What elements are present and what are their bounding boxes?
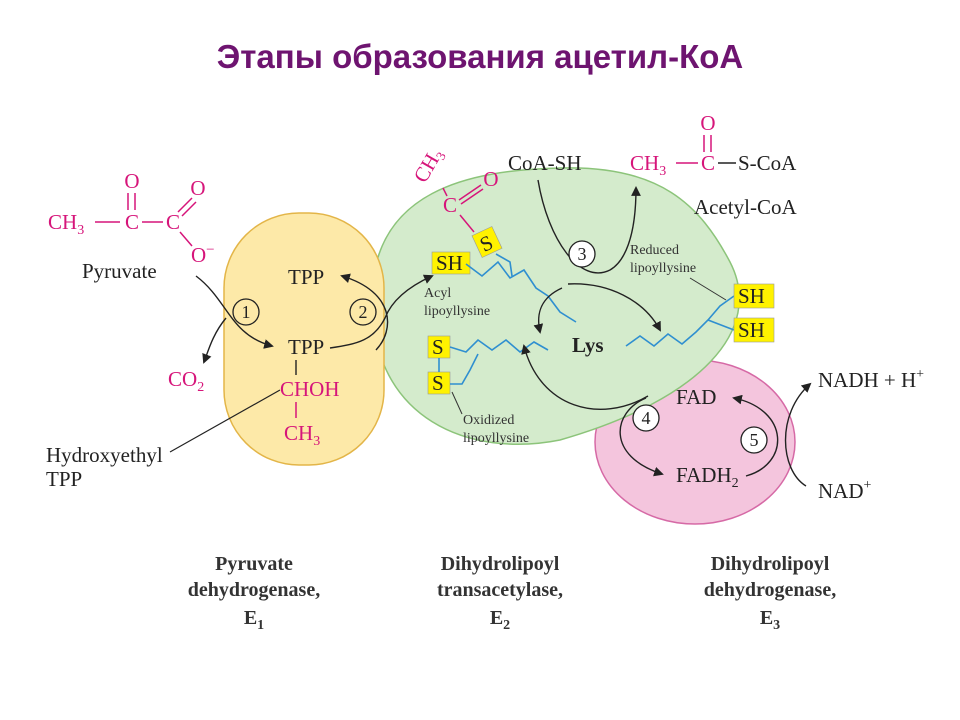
- lys-label: Lys: [572, 333, 604, 357]
- step-2-marker: 2: [349, 298, 377, 326]
- acetyl-coa-o: O: [700, 111, 715, 135]
- hydroxyethyl-label-line2: TPP: [46, 467, 82, 491]
- svg-text:3: 3: [578, 244, 587, 264]
- pyruvate-c2: C: [166, 210, 180, 234]
- acyl-c-label: C: [443, 193, 457, 217]
- acetyl-coa-structure: O CH3 C S-CoA Acetyl-CoA: [630, 111, 797, 219]
- acetyl-coa-scoa: S-CoA: [738, 151, 797, 175]
- nad-label: NAD+: [818, 478, 872, 503]
- oxidized-lipoyllysine-line1: Oxidized: [463, 413, 514, 428]
- svg-text:4: 4: [642, 408, 651, 428]
- step-5-marker: 5: [740, 426, 768, 454]
- acetyl-coa-label: Acetyl-CoA: [694, 195, 797, 219]
- svg-text:5: 5: [750, 430, 759, 450]
- hydroxyethyl-label-line1: Hydroxyethyl: [46, 443, 163, 467]
- reduced-lipoyllysine-line1: Reduced: [630, 243, 679, 258]
- acetyl-coa-c: C: [701, 151, 715, 175]
- choh-label: CHOH: [280, 377, 340, 401]
- pyruvate-c1: C: [125, 210, 139, 234]
- oxidized-lipoyllysine-line2: lipoyllysine: [463, 431, 529, 446]
- pyruvate-ch3: CH3: [48, 210, 84, 238]
- svg-text:E1: E1: [244, 607, 264, 633]
- acyl-o-label: O: [483, 167, 498, 191]
- svg-text:Pyruvate: Pyruvate: [215, 553, 293, 575]
- co2-label: CO2: [168, 367, 204, 395]
- reduced-sh-top-label: SH: [738, 284, 765, 308]
- pyruvate-o-right: O: [190, 176, 205, 200]
- step-3-marker: 3: [568, 240, 596, 268]
- e1-ch3-label: CH3: [284, 421, 320, 449]
- svg-text:E2: E2: [490, 607, 510, 633]
- svg-text:1: 1: [242, 302, 251, 322]
- step-4-marker: 4: [632, 404, 660, 432]
- svg-text:Dihydrolipoyl: Dihydrolipoyl: [711, 553, 830, 575]
- pyruvate-o-top: O: [124, 169, 139, 193]
- pyruvate-structure: O O CH3 C C O− Pyruvate: [48, 169, 215, 283]
- pyruvate-label: Pyruvate: [82, 259, 157, 283]
- svg-text:transacetylase,: transacetylase,: [437, 579, 563, 601]
- svg-text:E3: E3: [760, 607, 780, 633]
- svg-text:2: 2: [359, 302, 368, 322]
- svg-text:dehydrogenase,: dehydrogenase,: [188, 579, 320, 601]
- svg-text:dehydrogenase,: dehydrogenase,: [704, 579, 836, 601]
- reduced-sh-bottom-label: SH: [738, 318, 765, 342]
- page-title: Этапы образования ацетил-КоА: [216, 38, 744, 75]
- caption-e2: Dihydrolipoyl transacetylase, E2: [437, 553, 563, 633]
- nadh-label: NADH + H+: [818, 367, 924, 392]
- tpp-top-label: TPP: [288, 265, 324, 289]
- caption-e1: Pyruvate dehydrogenase, E1: [188, 553, 320, 633]
- tpp-middle-label: TPP: [288, 335, 324, 359]
- fadh2-label: FADH2: [676, 463, 739, 491]
- svg-text:Dihydrolipoyl: Dihydrolipoyl: [441, 553, 560, 575]
- fad-label: FAD: [676, 385, 716, 409]
- oxidized-s-top-label: S: [432, 335, 444, 359]
- acetyl-coa-ch3: CH3: [630, 151, 666, 179]
- pyruvate-o-minus: O−: [191, 242, 215, 267]
- acyl-sh-label: SH: [436, 251, 463, 275]
- acyl-lipoyllysine-line2: lipoyllysine: [424, 304, 490, 319]
- reduced-lipoyllysine-line2: lipoyllysine: [630, 261, 696, 276]
- oxidized-s-bottom-label: S: [432, 371, 444, 395]
- coa-sh-label: CoA-SH: [508, 151, 582, 175]
- step-1-marker: 1: [232, 298, 260, 326]
- acyl-lipoyllysine-line1: Acyl: [424, 286, 451, 301]
- acyl-ch3-label: CH3: [409, 144, 449, 188]
- caption-e3: Dihydrolipoyl dehydrogenase, E3: [704, 553, 836, 633]
